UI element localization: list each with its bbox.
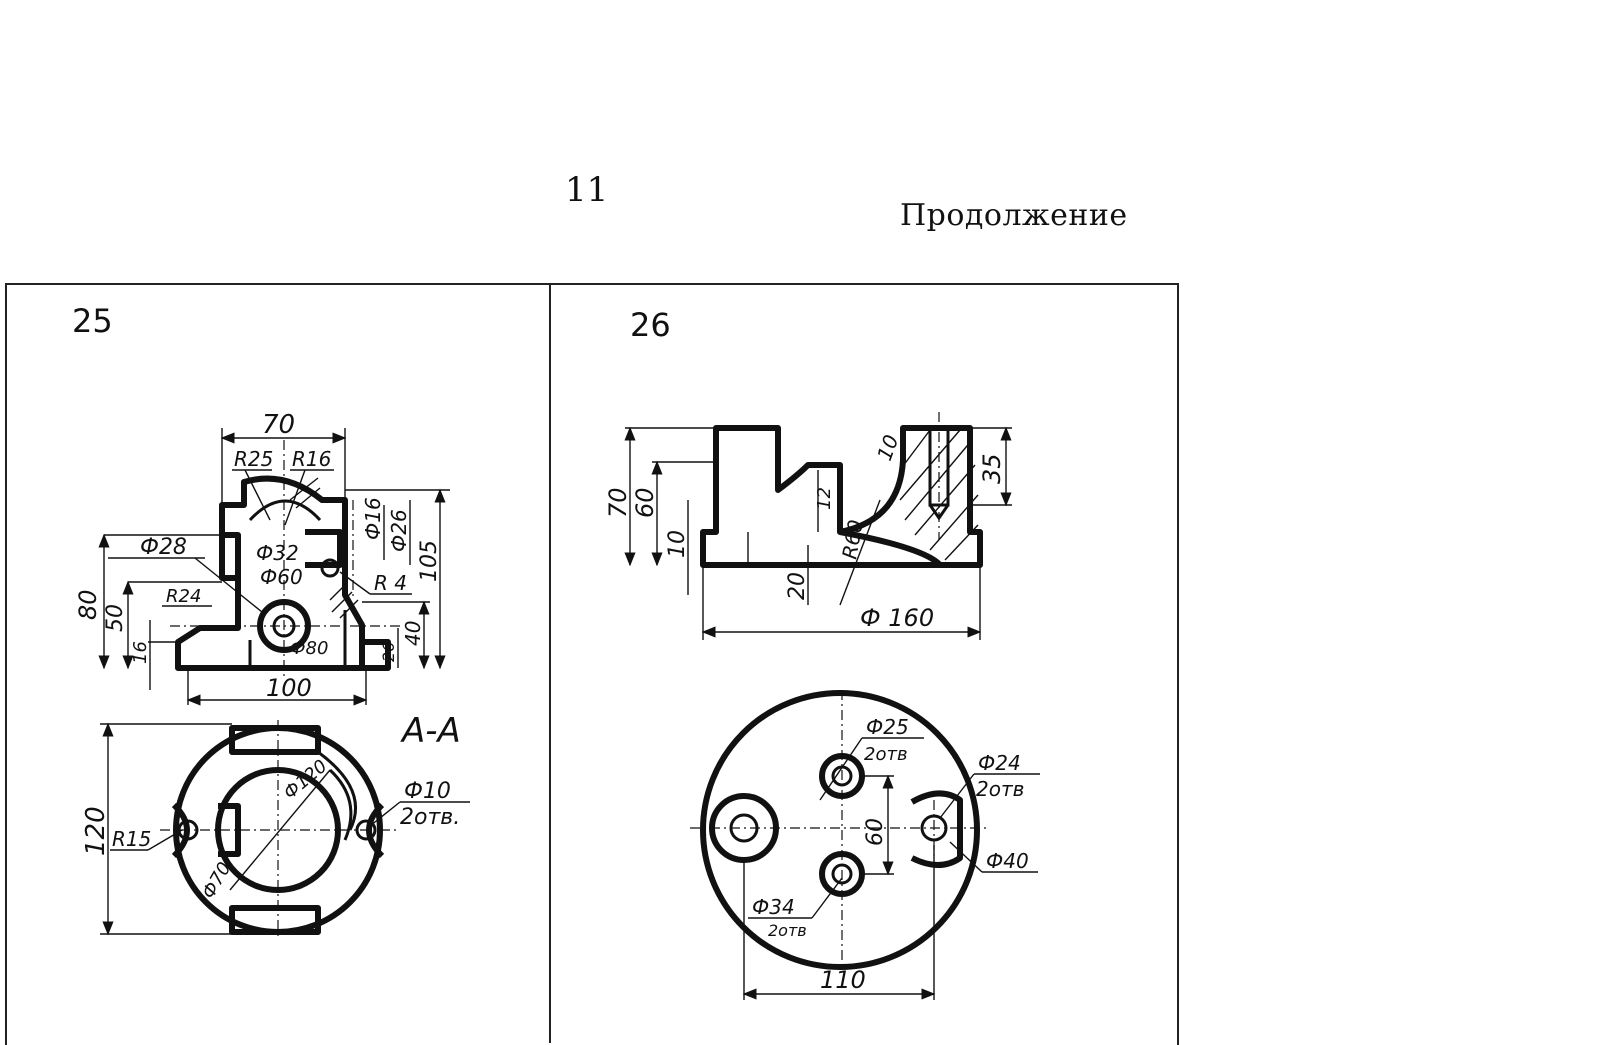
dim-d26: Ф26 (387, 509, 411, 552)
dim-r16: R16 (292, 447, 331, 471)
dim-d10: Ф10 (404, 779, 451, 804)
figure-26-front-view: 70 60 10 20 35 10 12 R60 Ф 160 (604, 412, 1012, 640)
dim-r24: R24 (166, 586, 201, 607)
dim-d32: Ф32 (256, 541, 299, 565)
dim-d25-26: Ф25 (866, 715, 909, 739)
figure-number-26: 26 (630, 306, 671, 344)
dim-r4: R 4 (374, 571, 407, 595)
dim-d16: Ф16 (361, 497, 385, 540)
dim-40: 40 (401, 621, 425, 646)
dim-70: 70 (262, 410, 295, 440)
dim-12-26: 12 (814, 487, 835, 510)
figure-25-front-view: 70 R25 R16 Ф28 Ф32 Ф60 R24 Ф80 80 50 16 … (74, 410, 450, 706)
dim-80: 80 (74, 589, 102, 620)
page-number: 11 (565, 170, 609, 210)
dim-100: 100 (266, 674, 312, 702)
dim-r25: R25 (234, 447, 273, 471)
dim-60-26: 60 (631, 487, 659, 518)
dim-50: 50 (103, 604, 128, 632)
drawing-frame (5, 283, 1179, 1045)
dim-d40-26: Ф40 (986, 849, 1029, 873)
dim-d34-26: Ф34 (752, 895, 795, 919)
dim-d80: Ф80 (290, 638, 328, 659)
figure-25-section-view: А-А Ф120 Ф70 120 R15 Ф10 2отв. (81, 711, 470, 940)
frame-divider (549, 283, 551, 1043)
dim-70-26: 70 (604, 487, 632, 518)
figure-number-25: 25 (72, 302, 113, 340)
holes-2-label-25: 2отв. (400, 805, 460, 830)
dim-10-26: 10 (665, 530, 690, 558)
dim-10b-26: 10 (872, 432, 903, 464)
dim-20-26: 20 (785, 572, 810, 600)
holes-label-d24: 2отв (976, 777, 1024, 801)
dim-35-26: 35 (978, 453, 1006, 484)
dim-16: 16 (130, 641, 151, 664)
dim-r15: R15 (112, 827, 151, 851)
continuation-label: Продолжение (900, 198, 1128, 233)
figure-26-plan-view: Ф25 2отв Ф24 2отв 60 Ф40 Ф34 2отв 110 (690, 690, 1040, 1000)
holes-label-d25: 2отв (864, 744, 908, 765)
dim-110-26: 110 (820, 966, 866, 994)
dim-60-plan-26: 60 (863, 818, 888, 846)
dim-d160-26: Ф 160 (860, 604, 934, 632)
holes-label-d34: 2отв (768, 921, 807, 940)
dim-120: 120 (81, 806, 111, 856)
section-label-a-a: А-А (400, 711, 461, 751)
dim-26: 26 (379, 642, 398, 662)
dim-d24-26: Ф24 (978, 751, 1021, 775)
dim-d28: Ф28 (140, 535, 187, 560)
dim-d60: Ф60 (260, 565, 303, 589)
dim-105: 105 (417, 540, 442, 582)
dim-d120: Ф120 (280, 756, 332, 804)
